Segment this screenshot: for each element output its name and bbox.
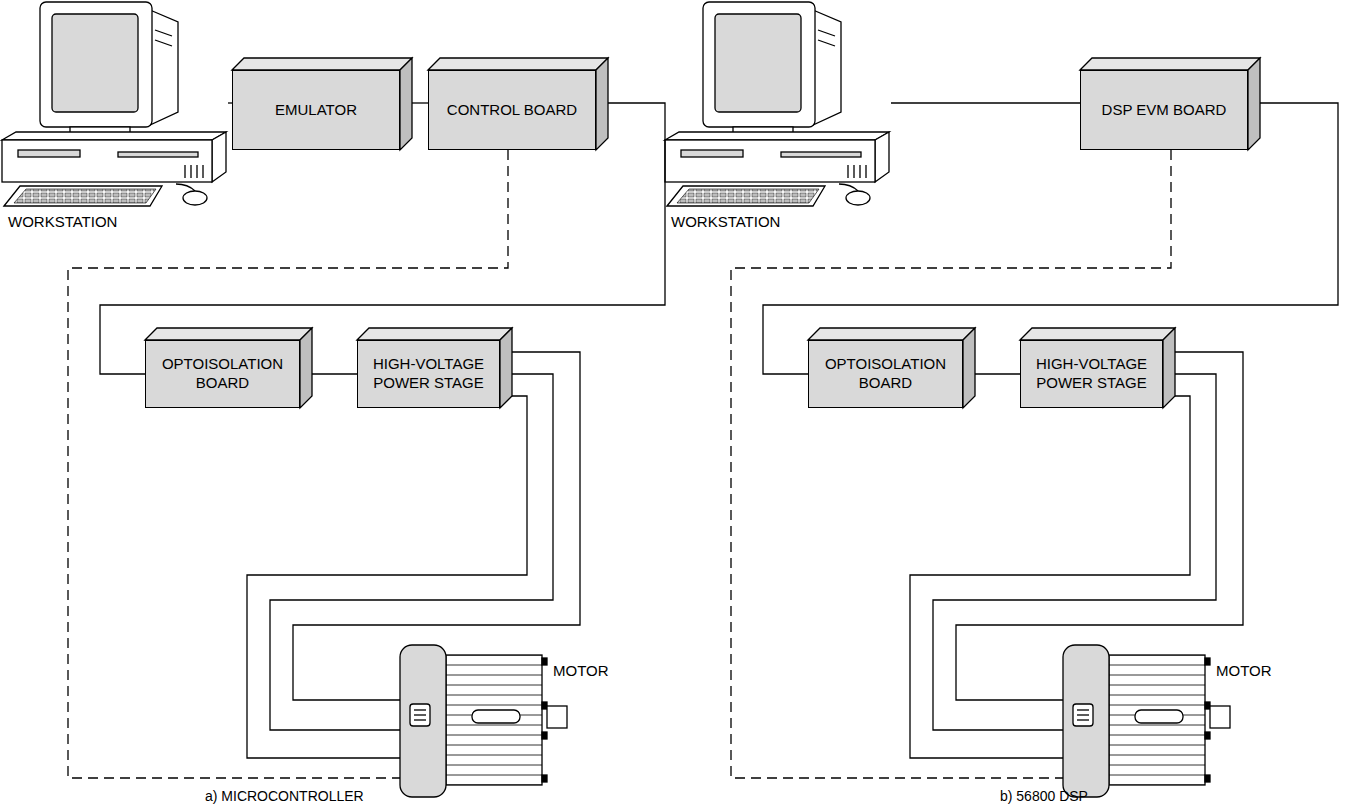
node-label: DSP EVM BOARD [1102, 101, 1227, 120]
connector-line [247, 396, 527, 758]
box-depth [145, 340, 300, 408]
control-board-box: CONTROL BOARD [428, 70, 596, 150]
figure-caption: b) 56800 DSP [1000, 788, 1088, 804]
node-label: WORKSTATION [8, 213, 117, 232]
box-depth [357, 340, 500, 408]
motor: MOTOR [1063, 640, 1276, 800]
node-label: MOTOR [553, 662, 609, 681]
figure-caption: a) MICROCONTROLLER [205, 788, 364, 804]
dashed-boundary [68, 150, 508, 778]
connector-line [910, 396, 1190, 758]
dashed-boundary [731, 150, 1171, 778]
emulator-box: EMULATOR [232, 70, 400, 150]
node-label: WORKSTATION [671, 213, 780, 232]
node-label: MOTOR [1216, 662, 1272, 681]
node-label: EMULATOR [275, 101, 357, 120]
optoisolation-box: OPTOISOLATION BOARD [145, 340, 300, 408]
computer-icon [2, 2, 226, 206]
node-label: OPTOISOLATION BOARD [815, 355, 956, 393]
node-label: CONTROL BOARD [447, 101, 577, 120]
motor-drawing [400, 645, 567, 797]
motor-drawing [1063, 645, 1230, 797]
node-label: HIGH-VOLTAGE POWER STAGE [364, 355, 493, 393]
connector-line [933, 374, 1216, 730]
workstation: WORKSTATION [663, 0, 891, 236]
connector-line [270, 374, 553, 730]
connector-line [891, 102, 1080, 103]
workstation: WORKSTATION [0, 0, 228, 236]
box-depth [1020, 340, 1163, 408]
optoisolation-box: OPTOISOLATION BOARD [808, 340, 963, 408]
motor: MOTOR [400, 640, 613, 800]
power-stage-box: HIGH-VOLTAGE POWER STAGE [1020, 340, 1163, 408]
box-depth [808, 340, 963, 408]
node-label: OPTOISOLATION BOARD [152, 355, 293, 393]
node-label: HIGH-VOLTAGE POWER STAGE [1027, 355, 1156, 393]
power-stage-box: HIGH-VOLTAGE POWER STAGE [357, 340, 500, 408]
evm-board-box: DSP EVM BOARD [1080, 70, 1248, 150]
computer-icon [665, 2, 889, 206]
